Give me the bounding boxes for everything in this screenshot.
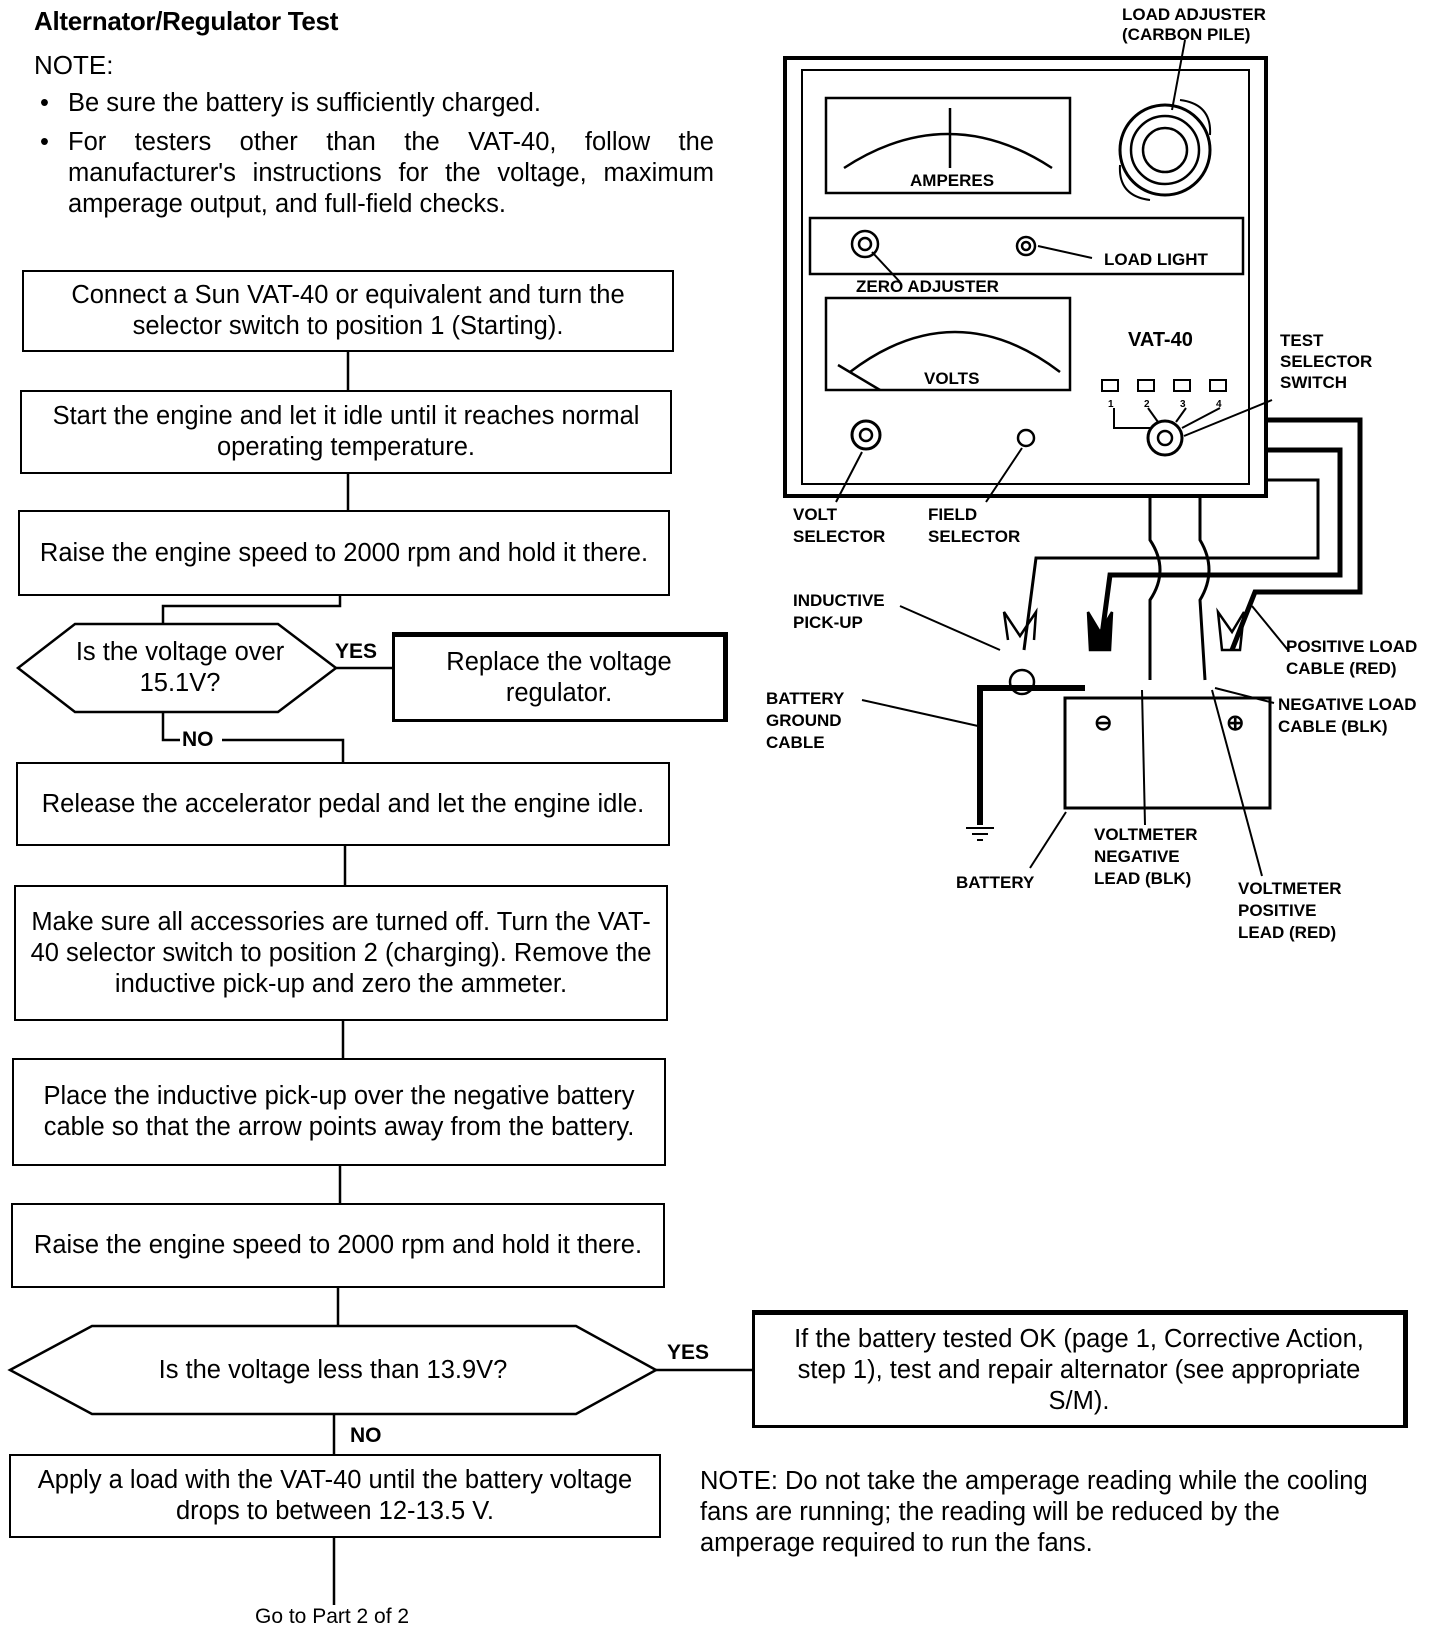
svg-text:SELECTOR: SELECTOR: [928, 527, 1020, 546]
volt-selector-knob: [850, 419, 882, 451]
decision-voltage-less: Is the voltage less than 13.9V?: [158, 1355, 508, 1384]
label-load-light: LOAD LIGHT: [1104, 250, 1208, 269]
bottom-note: NOTE: Do not take the amperage reading w…: [700, 1467, 1368, 1557]
label-positive-load: POSITIVE LOAD: [1286, 637, 1417, 656]
svg-text:SELECTOR: SELECTOR: [1280, 352, 1372, 371]
svg-text:NEGATIVE: NEGATIVE: [1094, 847, 1180, 866]
battery-positive-terminal: ⊕: [1226, 710, 1244, 735]
svg-text:CABLE: CABLE: [766, 733, 825, 752]
action-test-alternator: If the battery tested OK (page 1, Correc…: [752, 1310, 1408, 1428]
svg-text:SWITCH: SWITCH: [1280, 373, 1347, 392]
decision2-no-label: NO: [350, 1424, 382, 1447]
voltmeter-dial: [824, 296, 1072, 392]
decision-voltage-over: Is the voltage over 15.1V?: [75, 638, 285, 697]
note-list: Be sure the battery is sufficiently char…: [34, 88, 714, 228]
test-selector-knob: [1146, 419, 1184, 457]
svg-text:CABLE (RED): CABLE (RED): [1286, 659, 1397, 678]
note-heading: NOTE:: [34, 50, 114, 80]
note-item: For testers other than the VAT-40, follo…: [34, 127, 714, 220]
step-start-engine: Start the engine and let it idle until i…: [20, 390, 672, 474]
decision1-no-label: NO: [182, 728, 214, 751]
note-item: Be sure the battery is sufficiently char…: [34, 88, 714, 119]
step-apply-load: Apply a load with the VAT-40 until the b…: [9, 1454, 661, 1538]
load-adjuster-knob: [1118, 103, 1212, 197]
decision-diamond-1: [15, 622, 339, 714]
load-light: [1015, 235, 1037, 257]
svg-text:POSITIVE: POSITIVE: [1238, 901, 1316, 920]
step-connect-tester: Connect a Sun VAT-40 or equivalent and t…: [22, 270, 674, 352]
label-zero-adjuster: ZERO ADJUSTER: [856, 277, 999, 296]
svg-text:PICK-UP: PICK-UP: [793, 613, 863, 632]
label-field-selector: FIELD: [928, 505, 977, 524]
step-raise-speed-1: Raise the engine speed to 2000 rpm and h…: [18, 510, 670, 596]
svg-text:(CARBON PILE): (CARBON PILE): [1122, 25, 1250, 44]
label-model: VAT-40: [1128, 329, 1193, 351]
page-title: Alternator/Regulator Test: [34, 6, 339, 36]
label-amperes: AMPERES: [910, 171, 994, 190]
svg-text:GROUND: GROUND: [766, 711, 842, 730]
battery-negative-terminal: ⊖: [1094, 710, 1112, 735]
step-release-pedal: Release the accelerator pedal and let th…: [16, 762, 670, 846]
decision2-yes-label: YES: [667, 1341, 710, 1364]
zero-adjuster-knob: [850, 229, 880, 259]
label-test-selector: TEST: [1280, 331, 1324, 350]
label-negative-load: NEGATIVE LOAD: [1278, 695, 1417, 714]
label-load-adjuster: LOAD ADJUSTER: [1122, 5, 1266, 24]
tester-housing: [783, 56, 1268, 498]
svg-text:CABLE (BLK): CABLE (BLK): [1278, 717, 1388, 736]
step-raise-speed-2: Raise the engine speed to 2000 rpm and h…: [11, 1203, 665, 1288]
svg-text:LEAD (RED): LEAD (RED): [1238, 923, 1336, 942]
battery: [1063, 696, 1272, 810]
decision1-yes-label: YES: [335, 640, 378, 663]
svg-text:SELECTOR: SELECTOR: [793, 527, 885, 546]
svg-text:4: 4: [1216, 399, 1222, 410]
svg-text:LEAD (BLK): LEAD (BLK): [1094, 869, 1191, 888]
svg-text:2: 2: [1144, 399, 1150, 410]
action-replace-regulator: Replace the voltage regulator.: [392, 632, 728, 722]
label-voltmeter-negative: VOLTMETER: [1094, 825, 1198, 844]
svg-text:3: 3: [1180, 399, 1186, 410]
label-inductive-pickup: INDUCTIVE: [793, 591, 885, 610]
label-ground-cable: BATTERY: [766, 689, 845, 708]
label-battery: BATTERY: [956, 873, 1035, 892]
step-accessories-off: Make sure all accessories are turned off…: [14, 885, 668, 1021]
field-selector-knob: [1016, 428, 1036, 448]
goto-part-2[interactable]: Go to Part 2 of 2: [255, 1605, 410, 1628]
decision-diamond-2: [7, 1324, 659, 1416]
svg-text:1: 1: [1108, 399, 1114, 410]
label-volts: VOLTS: [924, 369, 979, 388]
label-voltmeter-positive: VOLTMETER: [1238, 879, 1342, 898]
ammeter-dial: [824, 96, 1072, 195]
label-volt-selector: VOLT: [793, 505, 838, 524]
step-place-pickup: Place the inductive pick-up over the neg…: [12, 1058, 666, 1166]
